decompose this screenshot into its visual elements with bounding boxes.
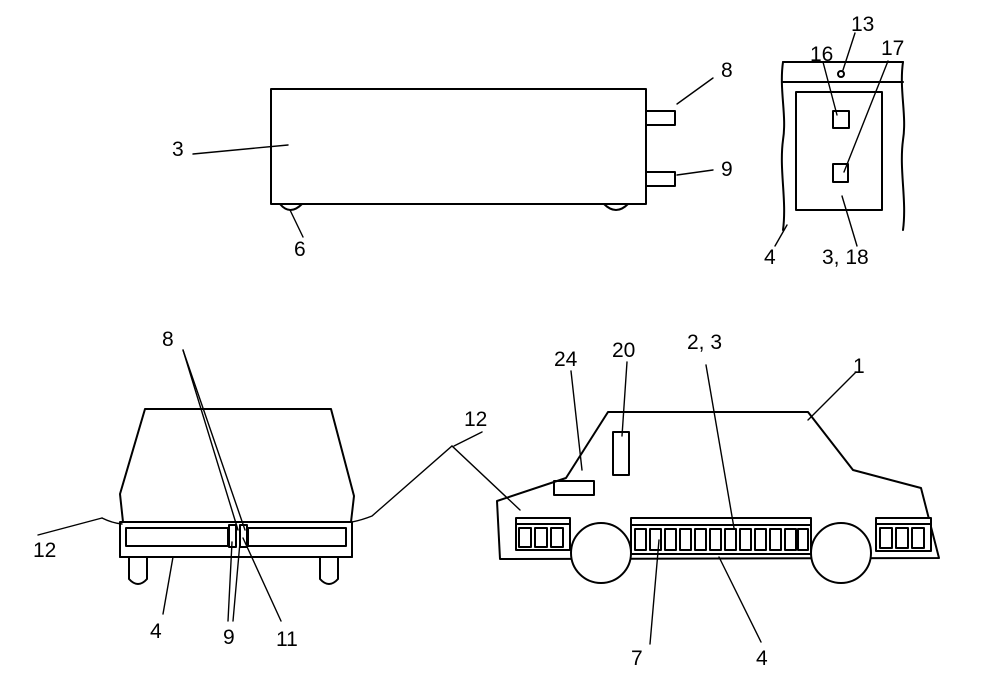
label-car-rail: 4 xyxy=(756,647,768,670)
label-detail-part16: 16 xyxy=(810,43,833,66)
detail-hole xyxy=(838,71,844,77)
detail-right-break xyxy=(902,62,904,230)
label-box-conn-bottom: 9 xyxy=(721,158,733,181)
label-car-cable: 12 xyxy=(464,408,487,431)
charging-cable: 12 xyxy=(352,408,520,522)
leader-detail-part16 xyxy=(823,62,837,115)
rail-detail-view: 13 16 17 4 3, 18 xyxy=(764,13,904,269)
car-part24 xyxy=(554,481,594,495)
front-wheel-right xyxy=(320,557,338,584)
label-front-part11: 11 xyxy=(276,628,298,651)
leader-front-conn-lower-b xyxy=(233,542,240,621)
label-car-part24: 24 xyxy=(554,348,578,371)
box-connector-bottom xyxy=(646,172,675,186)
vehicle-side-view: 24 20 2, 3 1 7 4 xyxy=(497,331,939,670)
leader-car-body xyxy=(808,372,856,420)
leader-box-wheel xyxy=(290,210,303,237)
car-wheel-rear xyxy=(811,523,871,583)
leader-front-part11 xyxy=(243,538,281,621)
car-module-rear xyxy=(876,518,931,551)
label-car-body: 1 xyxy=(853,355,865,378)
car-wheel-front xyxy=(571,523,631,583)
detail-part16 xyxy=(833,111,849,128)
leader-front-conn-lower-a xyxy=(228,542,232,621)
label-car-cell: 7 xyxy=(631,647,643,670)
leader-front-conn-b xyxy=(183,350,245,530)
battery-box-side-view: 3 8 9 6 xyxy=(172,59,733,261)
label-front-conn-lower: 9 xyxy=(223,626,235,649)
leader-detail-rail xyxy=(775,225,787,246)
vehicle-front-view: 8 12 4 9 11 xyxy=(33,328,354,651)
leader-car-cable xyxy=(454,432,482,446)
label-car-modules: 2, 3 xyxy=(687,331,722,354)
front-cable-left xyxy=(102,518,122,524)
leader-box-body xyxy=(193,145,288,154)
leader-car-modules xyxy=(706,365,734,528)
label-car-part20: 20 xyxy=(612,339,635,362)
label-front-conn-pair: 8 xyxy=(162,328,174,351)
detail-left-break xyxy=(782,62,784,230)
leader-car-part20 xyxy=(622,362,627,436)
cable-line xyxy=(352,446,520,522)
leader-front-rail xyxy=(163,557,173,614)
label-detail-part17: 17 xyxy=(881,37,904,60)
label-detail-module: 3, 18 xyxy=(822,246,869,269)
front-wheel-left xyxy=(129,557,147,584)
leader-front-cable xyxy=(38,518,102,535)
leader-front-conn-a xyxy=(183,350,238,530)
front-module-left xyxy=(126,528,228,546)
leader-box-conn-bottom xyxy=(677,170,713,175)
box-connector-top xyxy=(646,111,675,125)
label-front-rail: 4 xyxy=(150,620,162,643)
leader-car-rail xyxy=(719,557,761,642)
car-module-front xyxy=(516,518,570,550)
leader-car-cell xyxy=(650,540,659,644)
leader-car-part24 xyxy=(571,371,582,470)
label-detail-rail: 4 xyxy=(764,246,776,269)
label-box-conn-top: 8 xyxy=(721,59,733,82)
box-body xyxy=(271,89,646,204)
leader-detail-module xyxy=(842,196,857,246)
label-box-wheel: 6 xyxy=(294,238,306,261)
leader-detail-hole xyxy=(843,33,855,70)
label-front-cable: 12 xyxy=(33,539,56,562)
car-part20 xyxy=(613,432,629,475)
label-box-body: 3 xyxy=(172,138,184,161)
label-detail-hole: 13 xyxy=(851,13,874,36)
leader-box-conn-top xyxy=(677,78,713,104)
front-module-right xyxy=(248,528,346,546)
